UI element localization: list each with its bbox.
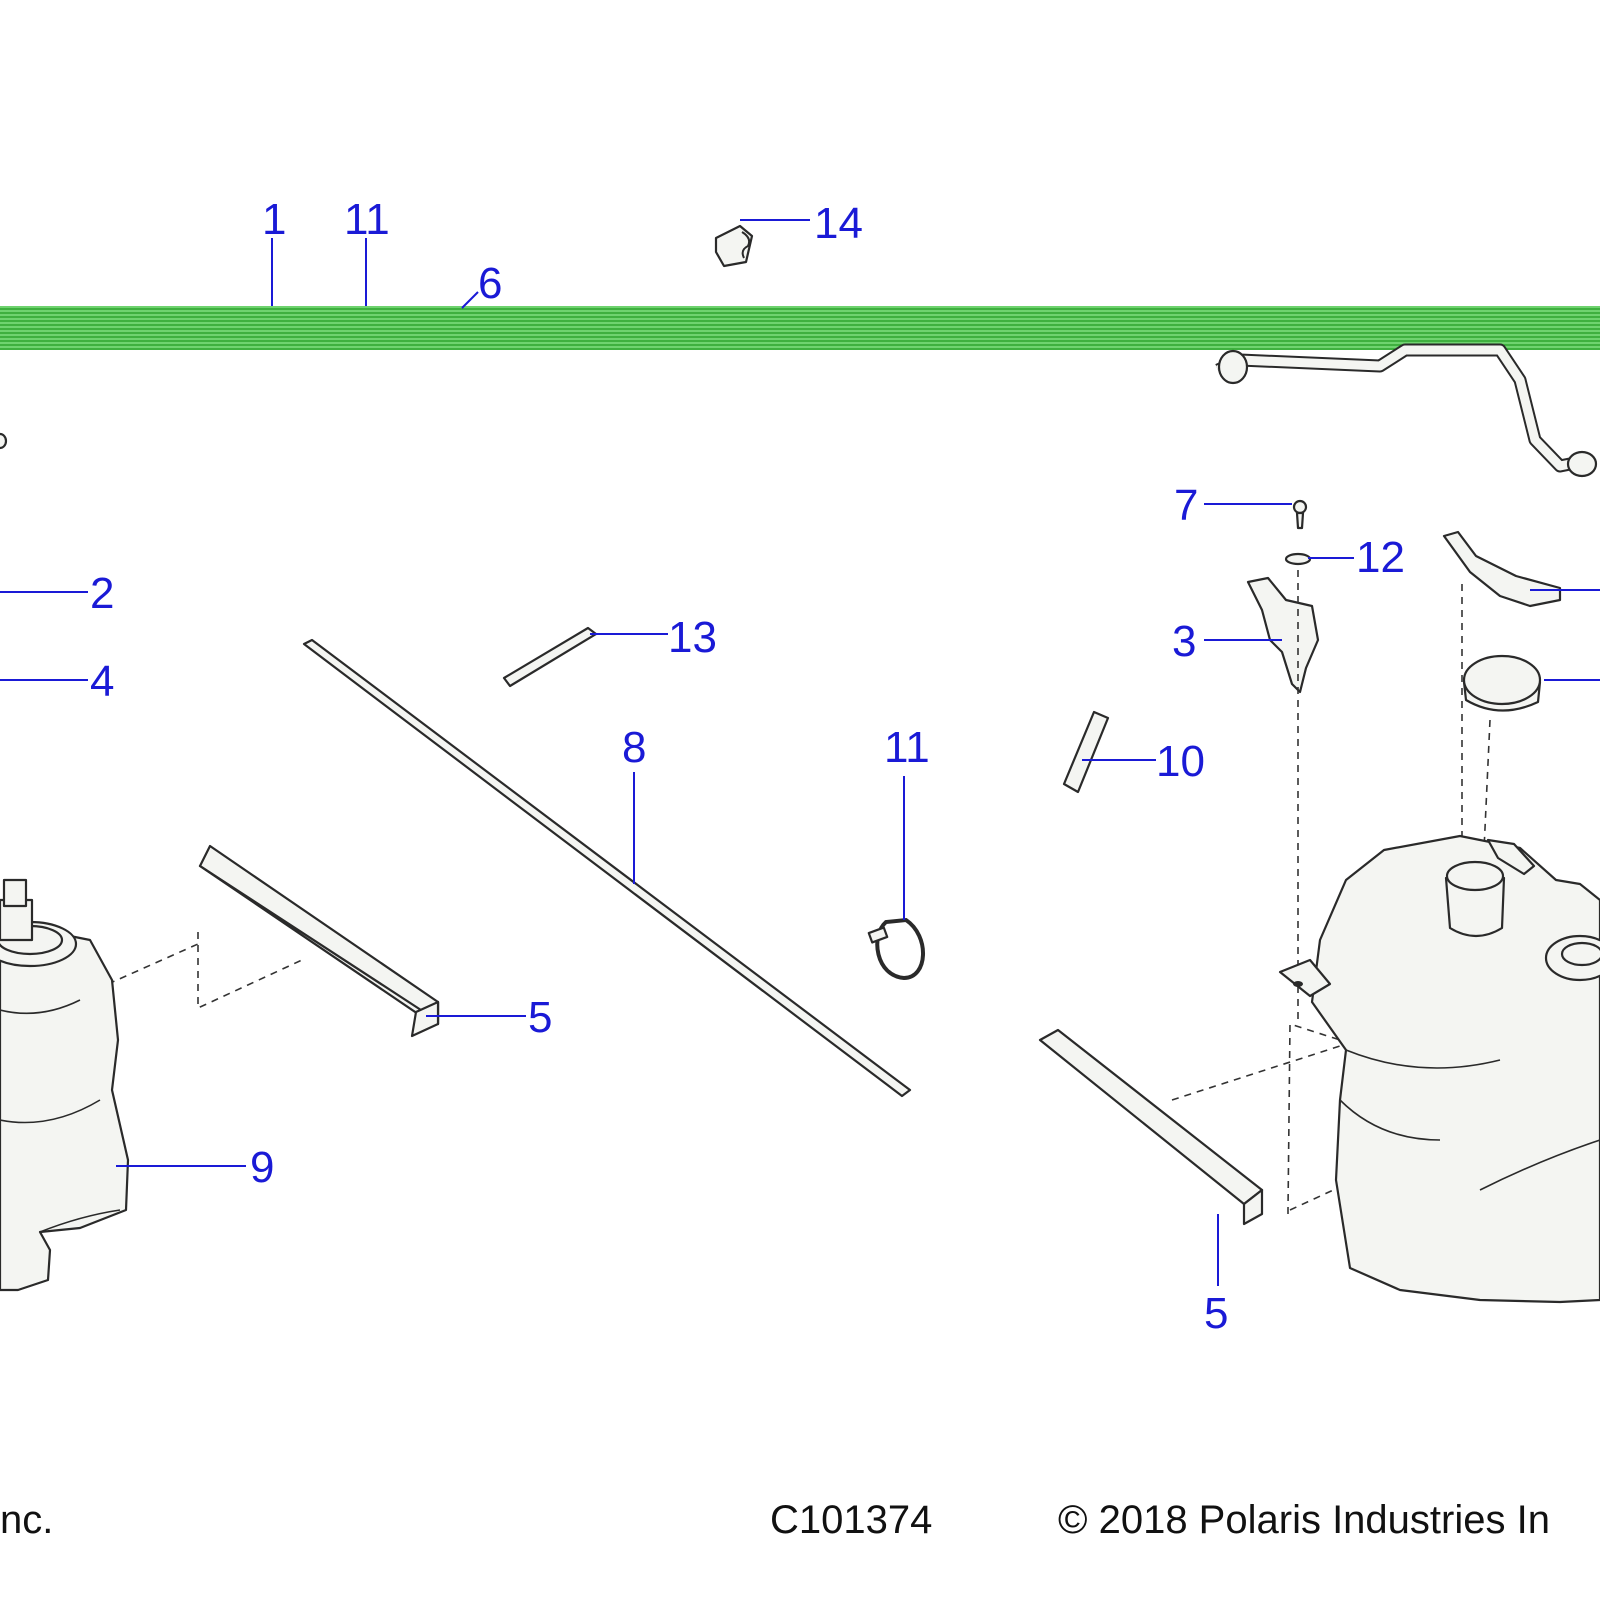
callout-7: 7 — [1174, 481, 1198, 530]
highlight-band — [0, 306, 1600, 350]
copyright-notice: © 2018 Polaris Industries In — [1058, 1498, 1550, 1542]
callout-13: 13 — [668, 613, 717, 662]
callout-6: 6 — [478, 259, 502, 308]
callout-11-mid: 11 — [884, 723, 930, 772]
callout-14: 14 — [814, 199, 863, 248]
callout-4: 4 — [90, 657, 114, 706]
part-fuel-cap — [1462, 654, 1542, 712]
callout-10: 10 — [1156, 737, 1205, 786]
callout-12: 12 — [1356, 533, 1405, 582]
part-7-bolt — [1292, 499, 1308, 530]
callout-5-right: 5 — [1204, 1289, 1228, 1338]
part-filler-hose — [1215, 343, 1598, 478]
part-5-foam-left — [198, 844, 440, 1038]
assembly-lines — [107, 570, 1491, 1214]
part-12-washer — [1284, 552, 1312, 566]
callout-5-left: 5 — [528, 993, 552, 1042]
left-edge-fitting — [0, 432, 8, 450]
callout-8: 8 — [622, 723, 646, 772]
part-5-foam-right — [1038, 1028, 1264, 1226]
part-10-pad — [1062, 710, 1110, 794]
callout-9: 9 — [250, 1143, 274, 1192]
leader-lines — [0, 219, 1600, 1286]
callout-1: 1 — [262, 195, 286, 244]
callout-3: 3 — [1172, 617, 1196, 666]
part-14-clip — [714, 224, 754, 268]
part-right-bracket — [1442, 530, 1562, 608]
part-9-fuel-tank-left — [0, 878, 130, 1292]
part-13-strip — [502, 626, 598, 688]
footer-left-fragment: nc. — [0, 1498, 54, 1542]
part-fuel-tank-right — [1278, 834, 1600, 1304]
callout-11-top: 11 — [344, 195, 390, 244]
part-11-clamp — [867, 917, 925, 981]
callout-2: 2 — [90, 569, 114, 618]
part-8-rod — [302, 638, 912, 1098]
part-3-bracket — [1246, 576, 1320, 694]
drawing-number: C101374 — [770, 1498, 933, 1542]
